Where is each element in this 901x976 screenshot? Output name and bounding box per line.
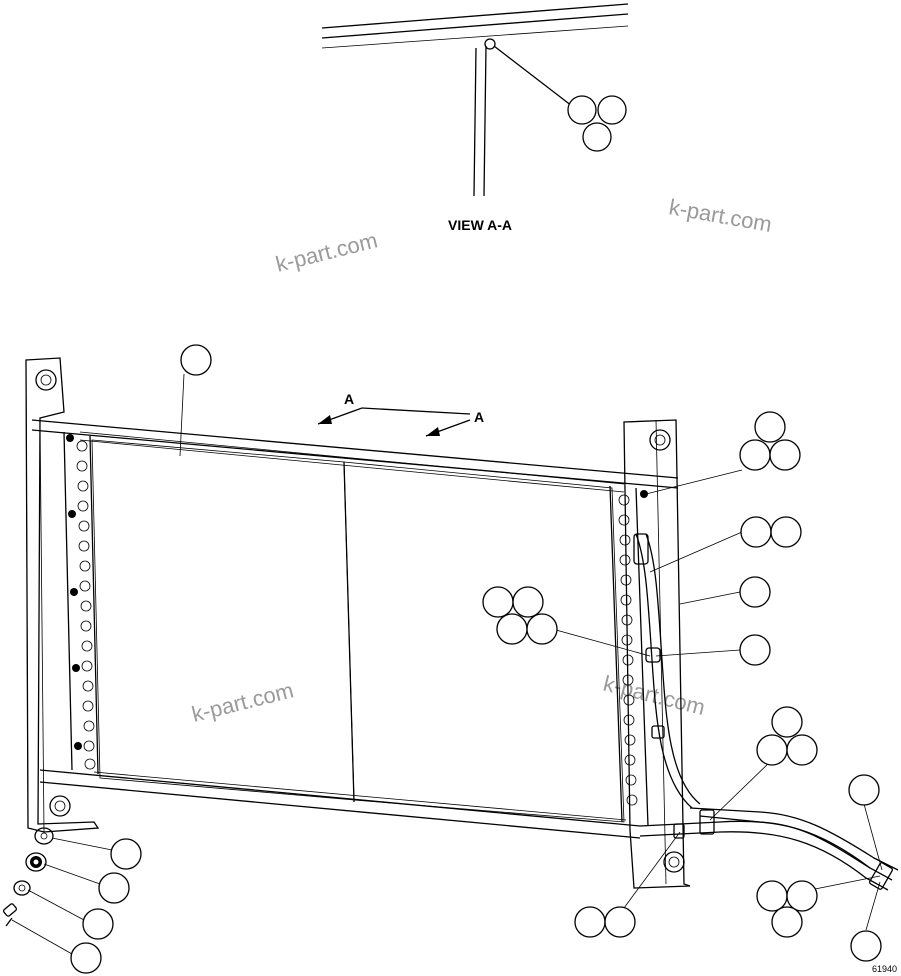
watermark-middle-left: k-part.com xyxy=(189,677,296,726)
callout-balloons xyxy=(70,344,882,974)
section-a-arrows: A A xyxy=(317,391,484,437)
view-a-a-detail xyxy=(321,3,629,197)
refrigerant-lines xyxy=(633,533,899,891)
mounting-hardware xyxy=(3,827,54,927)
watermark-top-left: k-part.com xyxy=(273,227,380,276)
left-tube-ends xyxy=(66,434,96,770)
section-marker-left: A xyxy=(344,391,354,407)
view-a-callout-balloons xyxy=(567,95,627,152)
leader-lines xyxy=(11,373,883,955)
right-tube-ends xyxy=(618,490,648,806)
section-marker-right: A xyxy=(474,409,484,425)
condenser-frame xyxy=(25,357,691,889)
view-title: VIEW A-A xyxy=(448,217,512,233)
watermark-top-right: k-part.com xyxy=(667,194,774,237)
drawing-number: 61940 xyxy=(872,964,897,974)
